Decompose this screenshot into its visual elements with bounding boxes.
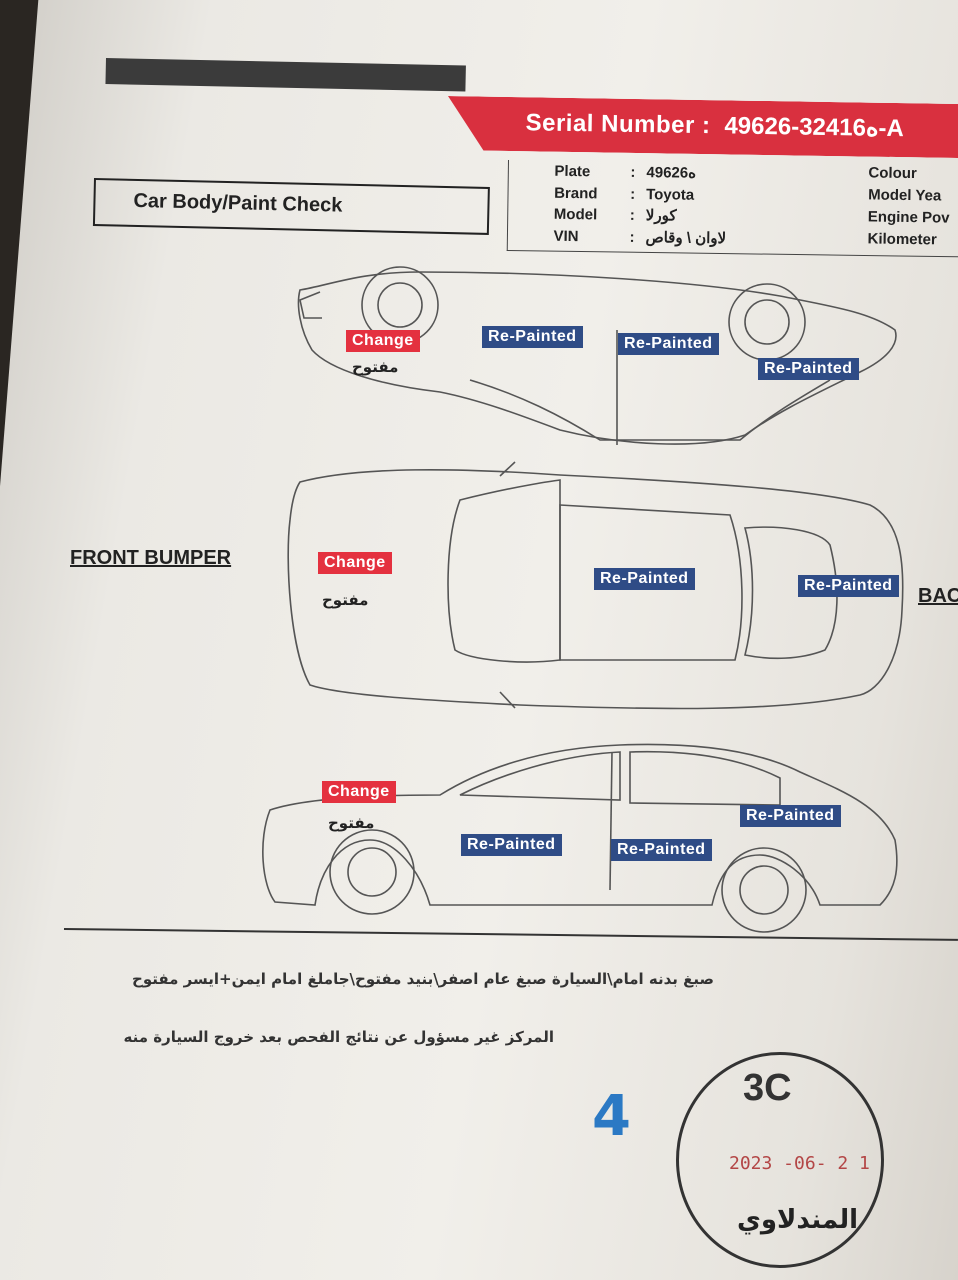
tag-change-top-front: Change — [346, 330, 420, 352]
inspection-notes: صبغ بدنه امام\السيارة صبغ عام اصفر\بنيد … — [132, 970, 714, 988]
tag-repaint-bottom-rear-door: Re-Painted — [611, 839, 712, 861]
stamp-name: المندلاوي — [737, 1205, 859, 1235]
handwritten-number: 4 — [592, 1084, 631, 1149]
car-side-view — [262, 743, 898, 933]
tag-repaint-trunk: Re-Painted — [798, 575, 899, 597]
note-opened-top: مفتوح — [352, 358, 399, 376]
front-bumper-label: FRONT BUMPER — [70, 547, 232, 569]
tag-repaint-roof: Re-Painted — [594, 568, 695, 590]
inspection-stamp: 3C 2023 -06- 2 1 المندلاوي — [676, 1052, 884, 1268]
tag-repaint-top-rear-door: Re-Painted — [618, 333, 719, 355]
car-top-side-view — [297, 266, 897, 445]
note-opened-bottom: مفتوح — [328, 814, 375, 832]
tag-repaint-top-rear: Re-Painted — [758, 358, 859, 380]
car-plan-view — [287, 461, 904, 710]
tag-change-hood: Change — [318, 552, 392, 574]
tag-repaint-bottom-front-door: Re-Painted — [461, 834, 562, 856]
note-opened-middle: مفتوح — [322, 591, 369, 609]
stamp-code: 3C — [743, 1067, 792, 1109]
disclaimer-text: المركز غير مسؤول عن نتائج الفحص بعد خروج… — [123, 1028, 554, 1046]
stamp-date: 2023 -06- 2 1 — [729, 1153, 870, 1174]
tag-repaint-bottom-rear: Re-Painted — [740, 805, 841, 827]
tag-change-front-fender: Change — [322, 781, 396, 803]
back-bumper-label: BAC — [918, 585, 958, 607]
tag-repaint-top-front-door: Re-Painted — [482, 326, 583, 348]
